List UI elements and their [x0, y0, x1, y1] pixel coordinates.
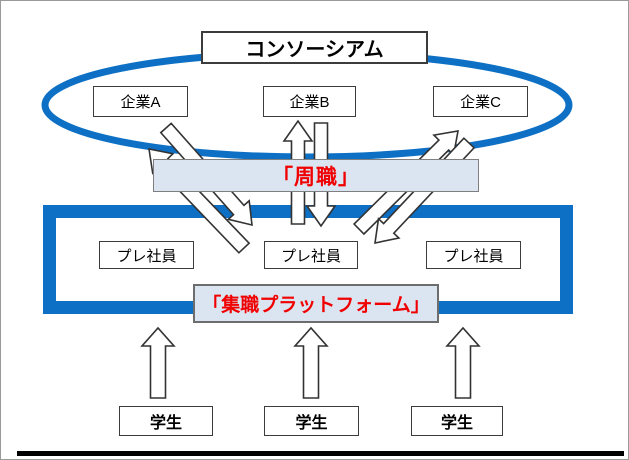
company-a-box: 企業A — [93, 86, 188, 117]
shushoku-band: 「周職」 — [153, 159, 479, 192]
student-box-left: 学生 — [119, 406, 213, 436]
pre-employee-box-left: プレ社員 — [99, 241, 194, 269]
pre-employee-box-right: プレ社員 — [426, 241, 521, 269]
bottom-baseline — [17, 451, 624, 456]
pre-employee-box-center: プレ社員 — [264, 241, 358, 269]
company-c-box: 企業C — [433, 86, 528, 117]
platform-label: 「集職プラットフォーム」 — [193, 284, 439, 323]
student-box-right: 学生 — [411, 406, 503, 436]
student-up-arrow-center-icon — [293, 326, 329, 399]
student-up-arrow-right-icon — [445, 326, 481, 399]
company-b-box: 企業B — [263, 86, 356, 117]
student-box-center: 学生 — [264, 406, 359, 436]
student-up-arrow-left-icon — [140, 326, 176, 399]
consortium-box: コンソーシアム — [201, 31, 428, 64]
